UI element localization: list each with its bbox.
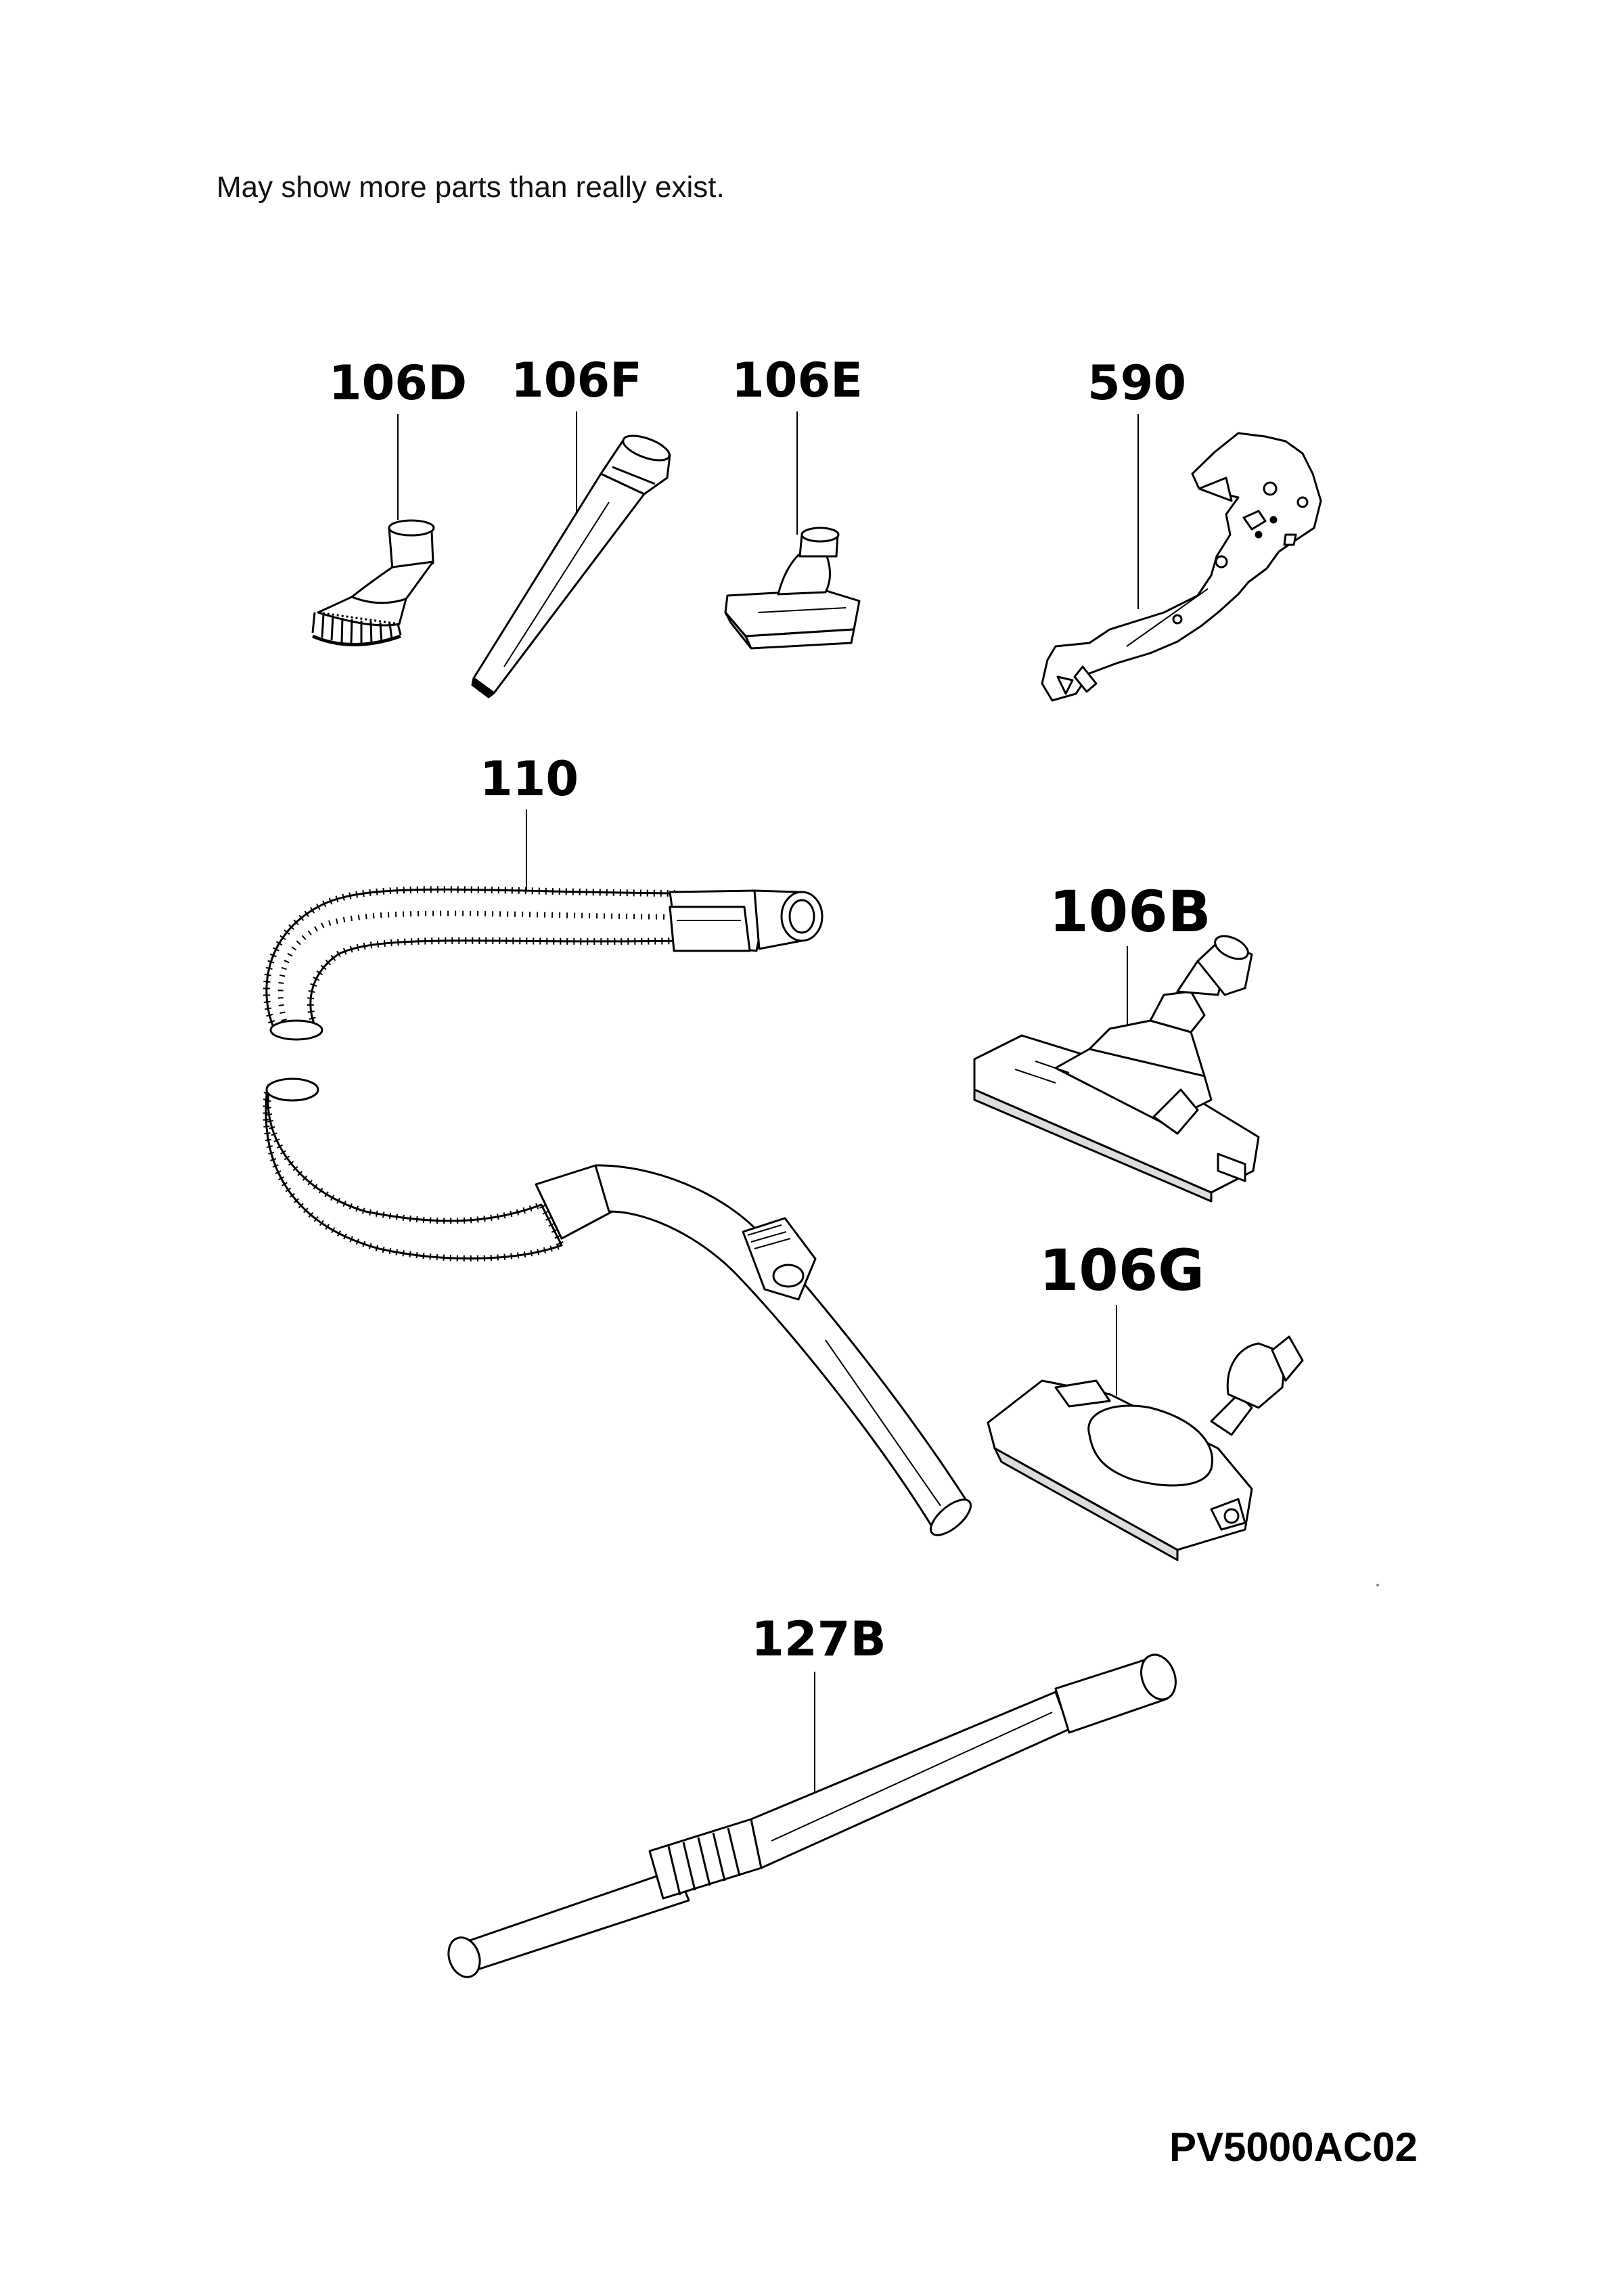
dusting-brush-drawing bbox=[313, 520, 434, 646]
part-label-106D: 106D bbox=[329, 355, 467, 520]
part-label-127B: 127B bbox=[751, 1611, 886, 1810]
upholstery-nozzle-drawing bbox=[725, 528, 859, 648]
suction-hose-handle-drawing bbox=[266, 1079, 976, 1541]
part-label-590: 590 bbox=[1087, 355, 1186, 609]
floor-nozzle-turbo-drawing bbox=[988, 1337, 1303, 1560]
part-label-110-text: 110 bbox=[480, 751, 579, 807]
suction-hose-drawing bbox=[267, 889, 822, 1040]
crevice-tool-drawing bbox=[472, 431, 673, 697]
drawing-code: PV5000AC02 bbox=[1169, 2124, 1418, 2170]
part-label-106G-text: 106G bbox=[1039, 1237, 1204, 1304]
part-label-106B: 106B bbox=[1049, 878, 1211, 1029]
part-label-106D-text: 106D bbox=[329, 355, 467, 411]
disclaimer-note: May show more parts than really exist. bbox=[217, 171, 725, 204]
floor-nozzle-drawing bbox=[974, 931, 1259, 1201]
part-label-106B-text: 106B bbox=[1049, 878, 1211, 945]
stray-mark bbox=[1376, 1584, 1379, 1586]
part-label-110: 110 bbox=[480, 751, 579, 897]
part-label-106E-text: 106E bbox=[731, 353, 863, 408]
tool-clip-holder-drawing bbox=[1042, 433, 1321, 700]
part-label-106E: 106E bbox=[731, 353, 863, 535]
part-label-106F-text: 106F bbox=[511, 353, 642, 408]
telescopic-tube-drawing bbox=[443, 1650, 1181, 1982]
part-label-106F: 106F bbox=[511, 353, 642, 521]
part-label-127B-text: 127B bbox=[751, 1611, 886, 1667]
part-label-106G: 106G bbox=[1039, 1237, 1204, 1396]
part-label-590-text: 590 bbox=[1087, 355, 1186, 411]
